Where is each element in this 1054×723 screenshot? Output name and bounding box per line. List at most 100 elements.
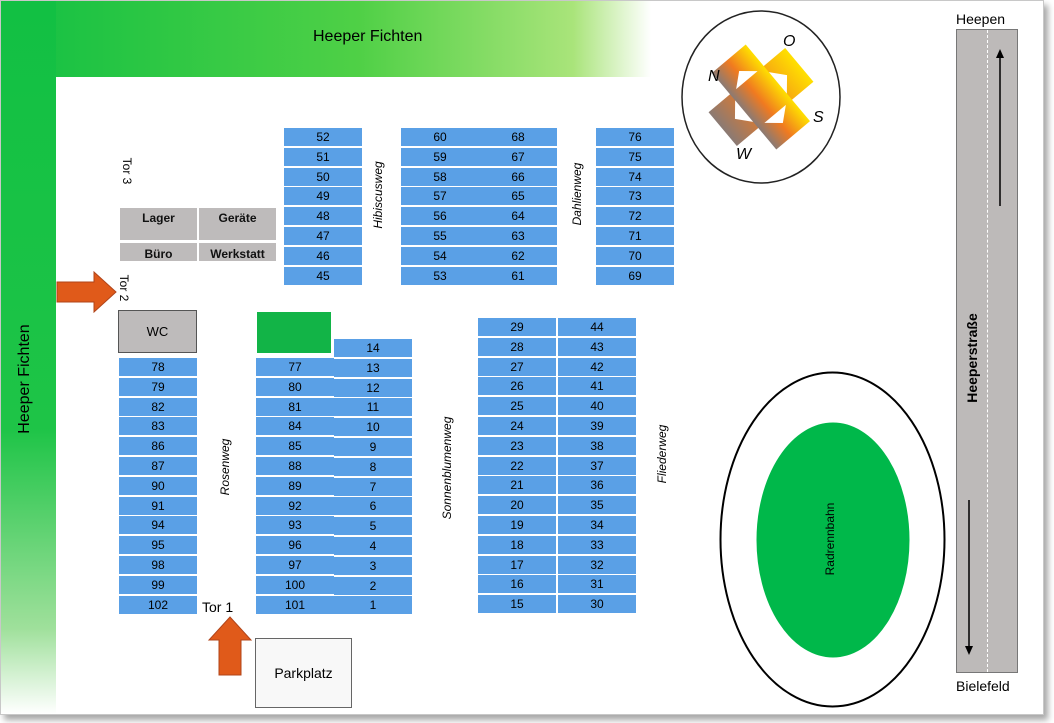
garden-plot-18: 18	[478, 534, 556, 554]
gate-1-label: Tor 1	[202, 599, 234, 615]
garden-plot-34: 34	[558, 515, 636, 534]
gate-1-arrow-icon	[207, 616, 253, 676]
garden-plot-50: 50	[284, 166, 362, 186]
garden-plot-66: 66	[479, 166, 557, 186]
southbound-arrow-icon	[965, 500, 973, 655]
garden-plot-12: 12	[334, 377, 412, 397]
garden-plot-17: 17	[478, 554, 556, 574]
garden-plot-55: 55	[401, 226, 479, 245]
track-label: Radrennbahn	[823, 502, 837, 576]
green-area	[256, 311, 332, 354]
path-rosenweg: Rosenweg	[218, 438, 232, 496]
garden-plot-63: 63	[479, 226, 557, 245]
garden-plot-81: 81	[256, 396, 334, 416]
garden-plot-72: 72	[596, 206, 674, 226]
garden-plot-97: 97	[256, 555, 334, 574]
garden-plot-11: 11	[334, 397, 412, 417]
garden-plot-7: 7	[334, 476, 412, 496]
compass-w: W	[736, 146, 753, 163]
garden-plot-47: 47	[284, 226, 362, 245]
garden-plot-13: 13	[334, 357, 412, 377]
garden-plot-76: 76	[596, 127, 674, 146]
garden-plot-26: 26	[478, 376, 556, 396]
forest-top	[1, 1, 651, 77]
garden-plot-58: 58	[401, 166, 479, 186]
garden-plot-64: 64	[479, 206, 557, 226]
forest-left-label: Heeper Fichten	[16, 324, 33, 434]
garden-plot-15: 15	[478, 594, 556, 614]
garden-plot-82: 82	[119, 396, 197, 416]
garden-plot-83: 83	[119, 416, 197, 436]
garden-plot-30: 30	[558, 594, 636, 614]
garden-plot-19: 19	[478, 515, 556, 534]
building-geraete: Geräte	[198, 207, 277, 241]
garden-plot-90: 90	[119, 475, 197, 495]
garden-plot-92: 92	[256, 495, 334, 515]
parking-lot: Parkplatz	[255, 638, 352, 708]
garden-plot-24: 24	[478, 416, 556, 435]
garden-plot-85: 85	[256, 436, 334, 456]
garden-plot-6: 6	[334, 496, 412, 516]
garden-plot-88: 88	[256, 456, 334, 475]
gate-3-label: Tor 3	[120, 157, 134, 185]
garden-plot-22: 22	[478, 455, 556, 475]
garden-plot-3: 3	[334, 555, 412, 575]
garden-plot-43: 43	[558, 336, 636, 356]
compass: N O S W	[681, 10, 841, 184]
garden-plot-94: 94	[119, 515, 197, 535]
garden-plot-31: 31	[558, 574, 636, 594]
garden-plot-59: 59	[401, 146, 479, 166]
garden-plot-38: 38	[558, 435, 636, 455]
garden-plot-87: 87	[119, 456, 197, 475]
garden-plot-79: 79	[119, 376, 197, 396]
compass-n: N	[708, 68, 720, 85]
garden-plot-95: 95	[119, 535, 197, 555]
garden-plot-100: 100	[256, 574, 334, 594]
garden-plot-73: 73	[596, 186, 674, 206]
garden-plot-46: 46	[284, 245, 362, 265]
garden-plot-8: 8	[334, 456, 412, 476]
garden-plot-40: 40	[558, 396, 636, 416]
garden-plot-60: 60	[401, 127, 479, 146]
garden-plot-51: 51	[284, 146, 362, 166]
gate-2-label: Tor 2	[117, 274, 131, 302]
building-werkstatt: Werkstatt	[198, 242, 277, 262]
garden-plot-68: 68	[479, 127, 557, 146]
garden-plot-93: 93	[256, 515, 334, 535]
garden-plot-10: 10	[334, 417, 412, 437]
path-fliederweg: Fliederweg	[655, 424, 669, 484]
race-track	[719, 371, 946, 708]
garden-plot-20: 20	[478, 495, 556, 515]
garden-plot-71: 71	[596, 226, 674, 245]
garden-plot-67: 67	[479, 146, 557, 166]
garden-plot-69: 69	[596, 265, 674, 285]
forest-top-label: Heeper Fichten	[313, 28, 423, 45]
garden-plot-33: 33	[558, 534, 636, 554]
forest-left	[1, 1, 56, 714]
garden-plot-16: 16	[478, 574, 556, 594]
garden-plot-37: 37	[558, 455, 636, 475]
gate-2-arrow-icon	[56, 271, 117, 313]
garden-plot-53: 53	[401, 265, 479, 285]
garden-plot-21: 21	[478, 475, 556, 495]
garden-plot-41: 41	[558, 376, 636, 396]
map-frame: Heeper Fichten Heeper Fichten Tor 3 Tor …	[0, 0, 1044, 715]
garden-plot-98: 98	[119, 555, 197, 574]
northbound-arrow-icon	[996, 49, 1004, 206]
garden-plot-45: 45	[284, 265, 362, 285]
track-infield	[755, 421, 911, 659]
garden-plot-65: 65	[479, 186, 557, 206]
garden-plot-56: 56	[401, 206, 479, 226]
garden-plot-74: 74	[596, 166, 674, 186]
garden-plot-70: 70	[596, 245, 674, 265]
path-sonnenblumenweg: Sonnenblumenweg	[440, 416, 454, 520]
garden-plot-75: 75	[596, 146, 674, 166]
garden-plot-61: 61	[479, 265, 557, 285]
garden-plot-101: 101	[256, 594, 334, 614]
compass-s: S	[813, 109, 824, 126]
path-dahlienweg: Dahlienweg	[570, 162, 584, 226]
garden-plot-99: 99	[119, 574, 197, 594]
garden-plot-89: 89	[256, 475, 334, 495]
compass-o: O	[783, 33, 795, 50]
garden-plot-77: 77	[256, 357, 334, 376]
